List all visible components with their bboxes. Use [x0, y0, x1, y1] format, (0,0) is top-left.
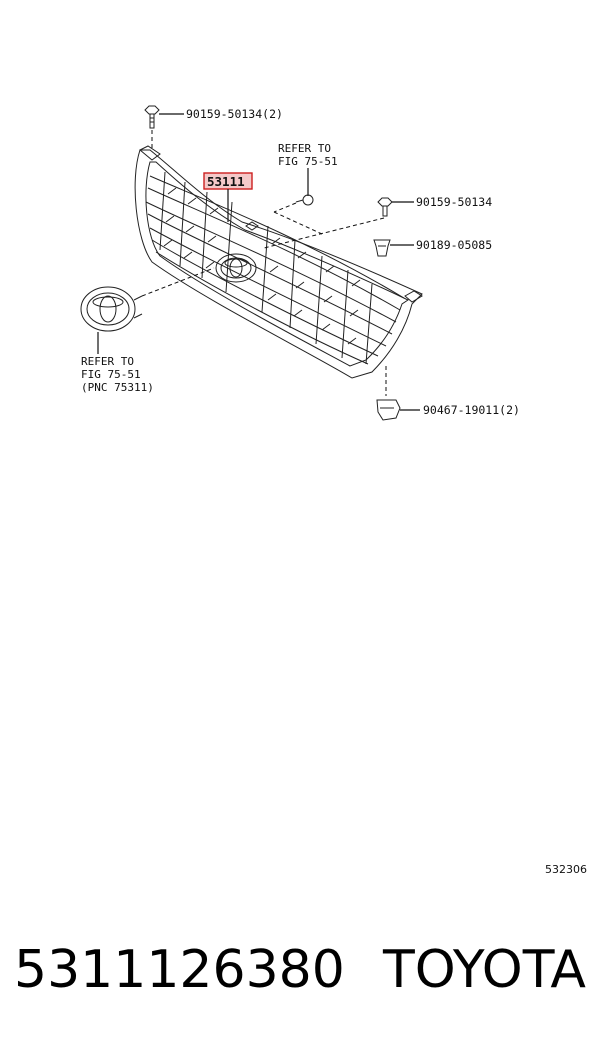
highlight-main-part[interactable]: 53111: [203, 172, 253, 190]
label-refer-top-1: REFER TO: [278, 142, 331, 155]
part-number: 5311126380: [14, 940, 345, 1000]
label-bolt-top: 90159-50134(2): [186, 107, 283, 121]
bolt-top-icon: [144, 105, 160, 129]
brand-name: TOYOTA: [383, 940, 586, 1000]
emblem-left-icon: [80, 286, 143, 332]
bracket-clip-icon: [376, 399, 401, 421]
label-refer-top-2: FIG 75-51: [278, 155, 338, 168]
label-refer-left-1: REFER TO: [81, 355, 134, 368]
clip-right-icon: [373, 239, 391, 257]
bolt-right-icon: [377, 197, 393, 217]
footer: 5311126380 TOYOTA: [14, 935, 586, 1005]
label-main-part: 53111: [207, 174, 245, 189]
label-refer-left-2: FIG 75-51: [81, 368, 141, 381]
label-clip-right: 90189-05085: [416, 238, 492, 252]
radiator-grille-part: [134, 145, 423, 379]
label-refer-left-3: (PNC 75311): [81, 381, 154, 394]
label-bracket: 90467-19011(2): [423, 403, 520, 417]
label-bolt-right: 90159-50134: [416, 195, 492, 209]
diagram-code: 532306: [545, 863, 587, 876]
clip-top-icon: [295, 194, 314, 206]
